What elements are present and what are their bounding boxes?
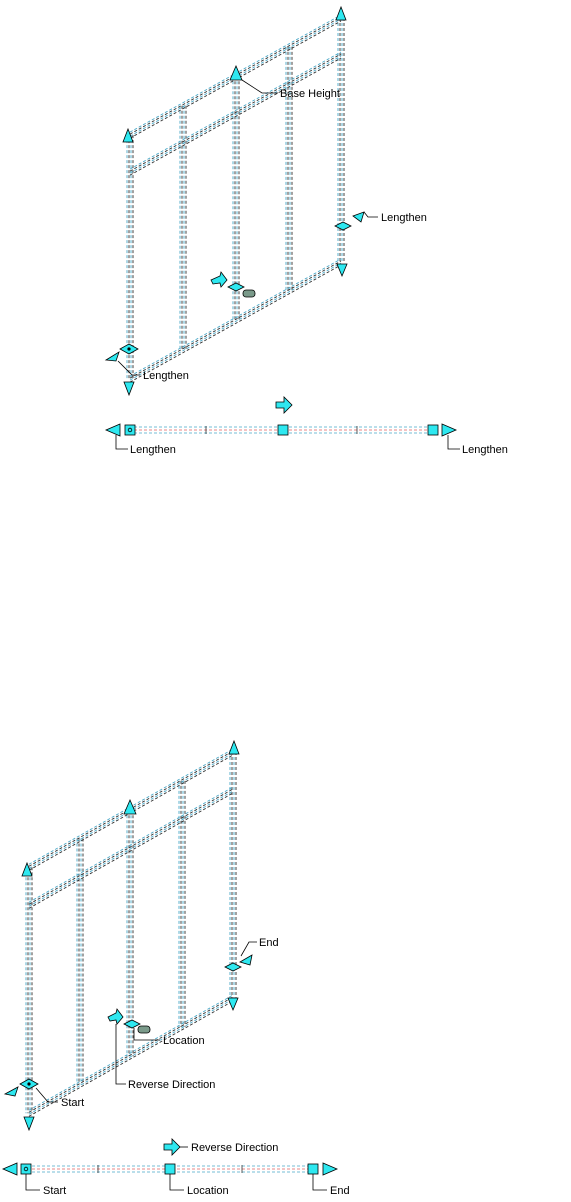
triangle-grip-icon[interactable] bbox=[123, 798, 137, 815]
arrow-grip-icon[interactable] bbox=[107, 1008, 124, 1025]
bottom-curtain-wall-isometric: End Location Reverse Direction Start bbox=[3, 739, 279, 1132]
arrow-grip-icon[interactable] bbox=[210, 271, 228, 288]
triangle-grip-icon[interactable] bbox=[123, 381, 135, 397]
frame-line bbox=[129, 51, 342, 170]
leader-line bbox=[115, 1024, 126, 1085]
frame-line bbox=[28, 996, 234, 1113]
square-grip-icon[interactable] bbox=[164, 1163, 176, 1175]
triangle-grip-icon[interactable] bbox=[228, 739, 240, 755]
rounded-rect-grip-icon[interactable] bbox=[137, 1025, 151, 1034]
diamond-grip-center bbox=[127, 347, 131, 351]
end-label: End bbox=[259, 937, 279, 949]
location-label: Location bbox=[163, 1035, 205, 1047]
square-grip-icon[interactable] bbox=[307, 1163, 319, 1175]
lengthen-left-label: Lengthen bbox=[143, 370, 189, 382]
triangle-grip-icon[interactable] bbox=[3, 1086, 19, 1097]
start-label: Start bbox=[61, 1097, 84, 1109]
frame-line bbox=[129, 53, 342, 172]
triangle-grip-icon[interactable] bbox=[322, 1162, 339, 1176]
arrow-grip-icon[interactable] bbox=[163, 1138, 181, 1156]
frame-line bbox=[129, 258, 342, 377]
leader-line bbox=[25, 1174, 40, 1191]
frame-line bbox=[129, 57, 342, 176]
triangle-grip-icon[interactable] bbox=[227, 997, 239, 1012]
triangle-grip-icon[interactable] bbox=[352, 211, 365, 223]
frame-line bbox=[28, 792, 234, 909]
lengthen-right-label: Lengthen bbox=[381, 212, 427, 224]
diamond-grip-icon[interactable] bbox=[123, 1019, 141, 1029]
arrow-grip-icon[interactable] bbox=[275, 396, 293, 414]
triangle-grip-icon[interactable] bbox=[23, 1116, 35, 1132]
leader-line bbox=[115, 435, 128, 450]
triangle-grip-icon[interactable] bbox=[1, 1162, 18, 1176]
square-grip-icon[interactable] bbox=[20, 1163, 32, 1175]
rounded-rect-grip-icon[interactable] bbox=[242, 289, 256, 298]
frame-line bbox=[129, 260, 342, 379]
frame-line bbox=[28, 788, 234, 905]
triangle-grip-icon[interactable] bbox=[104, 351, 120, 362]
top-plan-view: Lengthen Lengthen bbox=[104, 396, 508, 456]
frame-line bbox=[28, 994, 234, 1111]
square-grip-icon[interactable] bbox=[124, 424, 136, 436]
leader-line bbox=[133, 1028, 160, 1041]
frame-line bbox=[129, 264, 342, 383]
top-curtain-wall-isometric: Base Height Lengthen Lengthen bbox=[104, 5, 427, 397]
square-grip-center bbox=[23, 1166, 29, 1172]
triangle-grip-icon[interactable] bbox=[122, 127, 134, 143]
leader-line bbox=[169, 1174, 184, 1191]
diamond-grip-icon[interactable] bbox=[224, 962, 242, 972]
end-plan-label: End bbox=[330, 1185, 350, 1197]
square-grip-icon[interactable] bbox=[427, 424, 439, 436]
frame-line bbox=[129, 55, 342, 174]
triangle-grip-icon[interactable] bbox=[104, 423, 121, 437]
bottom-plan-view: Reverse Direction Start Location End bbox=[1, 1138, 350, 1197]
leader-line bbox=[117, 360, 140, 376]
leader-line bbox=[240, 941, 257, 957]
bottom-wall-frame bbox=[25, 748, 237, 1117]
leader-line bbox=[447, 435, 460, 450]
base-height-label: Base Height bbox=[280, 88, 340, 100]
frame-line bbox=[129, 262, 342, 381]
leader-line bbox=[363, 211, 378, 218]
diamond-grip-icon[interactable] bbox=[227, 282, 245, 292]
leader-line bbox=[312, 1174, 327, 1191]
triangle-grip-icon[interactable] bbox=[229, 64, 243, 81]
leader-line bbox=[241, 79, 278, 94]
leader-line bbox=[35, 1087, 58, 1103]
triangle-grip-icon[interactable] bbox=[336, 263, 348, 278]
triangle-grip-icon[interactable] bbox=[239, 954, 253, 966]
frame-line bbox=[28, 786, 234, 903]
triangle-grip-icon[interactable] bbox=[335, 5, 347, 21]
frame-line bbox=[28, 1000, 234, 1117]
lengthen-end-label: Lengthen bbox=[462, 444, 508, 456]
diamond-grip-center bbox=[27, 1082, 31, 1086]
diamond-grip-icon[interactable] bbox=[334, 221, 352, 231]
square-grip-icon[interactable] bbox=[277, 424, 289, 436]
reverse-direction-plan-label: Reverse Direction bbox=[191, 1142, 278, 1154]
location-plan-label: Location bbox=[187, 1185, 229, 1197]
lengthen-start-label: Lengthen bbox=[130, 444, 176, 456]
start-plan-label: Start bbox=[43, 1185, 66, 1197]
reverse-direction-label: Reverse Direction bbox=[128, 1079, 215, 1091]
triangle-grip-icon[interactable] bbox=[21, 861, 33, 877]
frame-line bbox=[28, 998, 234, 1115]
frame-line bbox=[28, 790, 234, 907]
square-grip-center bbox=[127, 427, 133, 433]
triangle-grip-icon[interactable] bbox=[441, 423, 458, 437]
